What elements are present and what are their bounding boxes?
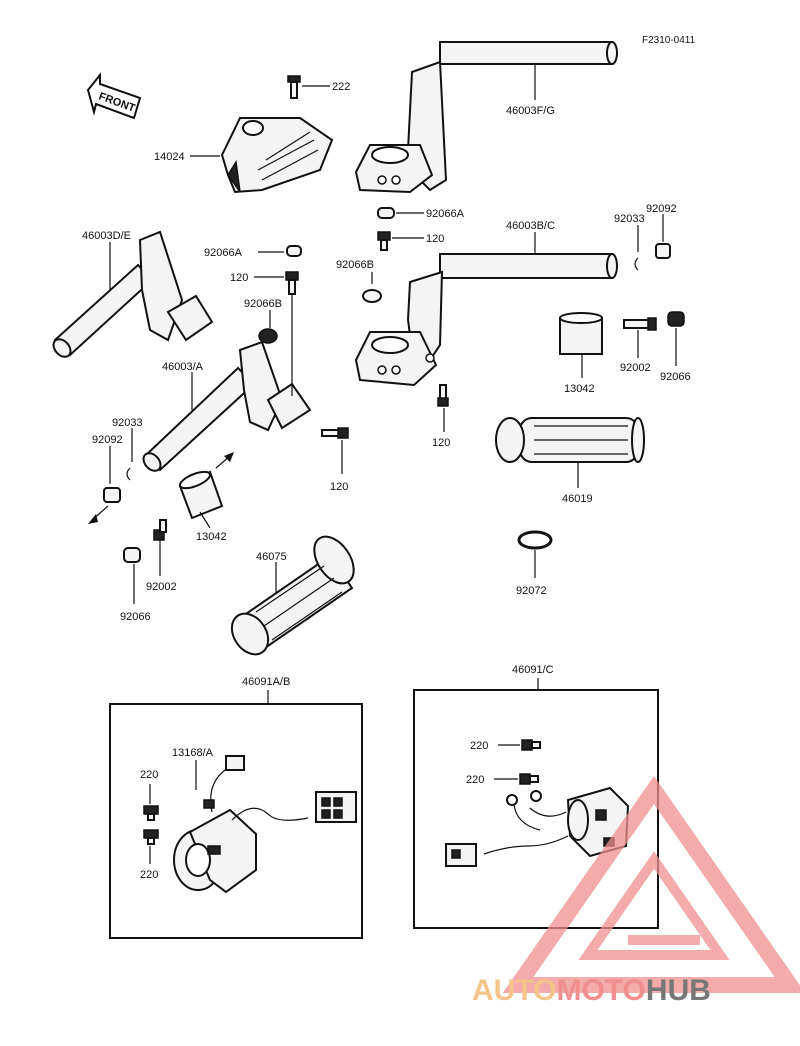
weight-13042-right-part — [559, 312, 603, 355]
label-92066-right: 92066 — [660, 371, 691, 383]
label-46019: 46019 — [562, 493, 593, 505]
label-92092-right: 92092 — [646, 203, 677, 215]
circlip-92033-right-part — [634, 257, 639, 271]
plug-92066a-left-part — [286, 245, 302, 257]
left-switch-part — [173, 755, 357, 894]
bolt-92002-right-part — [623, 317, 657, 331]
watermark-hub: HUB — [646, 974, 711, 1007]
bolt-92002-left-part — [153, 519, 167, 541]
weight-13042-left-part — [178, 470, 224, 520]
label-92066a-top: 92066A — [426, 208, 465, 220]
plug-92066b-left-part — [258, 328, 278, 344]
screw-220-d-part — [519, 773, 539, 785]
watermark-logo — [502, 776, 800, 993]
label-46075: 46075 — [256, 551, 287, 563]
label-220-a: 220 — [140, 769, 158, 781]
label-46091ab: 46091A/B — [242, 676, 290, 688]
clamp-band-92072-part — [517, 530, 553, 550]
figure-code: F2310-0411 — [642, 35, 696, 46]
label-14024: 14024 — [154, 151, 185, 163]
nut-92092-left-part — [103, 487, 121, 503]
label-220-c: 220 — [470, 740, 488, 752]
bolt-120-low-part — [321, 427, 349, 439]
label-92066b-right: 92066B — [336, 259, 374, 271]
handlebar-46003bc-part — [354, 253, 618, 387]
cap-92066-left-part — [123, 547, 141, 563]
watermark-moto: MOTO — [556, 974, 645, 1007]
front-arrow-icon: FRONT — [86, 72, 142, 120]
circlip-92033-left-part — [126, 467, 131, 481]
label-92072: 92072 — [516, 585, 547, 597]
label-46003a: 46003/A — [162, 361, 204, 373]
label-220-d: 220 — [466, 774, 484, 786]
screw-220-a-part — [143, 805, 159, 821]
label-92066a-left: 92066A — [204, 247, 243, 259]
bolt-120-left-part — [285, 271, 299, 295]
throttle-grip-46019-part — [495, 417, 645, 463]
nut-92092-right-part — [655, 243, 671, 259]
plug-92066a-top-part — [377, 207, 395, 219]
label-120-mid: 120 — [432, 437, 450, 449]
label-13042-left: 13042 — [196, 531, 227, 543]
label-46003fg: 46003F/G — [506, 105, 555, 117]
label-92066-left: 92066 — [120, 611, 151, 623]
handlebar-46003a-part — [142, 340, 312, 472]
label-46003bc: 46003B/C — [506, 220, 555, 232]
label-46091c: 46091/C — [512, 664, 554, 676]
label-120-low: 120 — [330, 481, 348, 493]
label-13168a: 13168/A — [172, 747, 214, 759]
label-92033-right: 92033 — [614, 213, 645, 225]
label-46003de: 46003D/E — [82, 230, 131, 242]
label-120-left: 120 — [230, 272, 248, 284]
plug-92066b-right-part — [362, 289, 382, 303]
left-switch-box — [109, 703, 363, 939]
label-92033-left: 92033 — [112, 417, 143, 429]
label-13042-right: 13042 — [564, 383, 595, 395]
label-92092-left: 92092 — [92, 434, 123, 446]
bolt-120-mid-part — [437, 384, 449, 407]
screw-220-b-part — [143, 829, 159, 845]
grip-46075-part — [230, 535, 355, 656]
handlebar-46003fg-part — [354, 41, 618, 194]
bolt-222-part — [287, 75, 301, 99]
screw-220-c-part — [521, 739, 541, 751]
bolt-120-top-part — [377, 231, 391, 251]
label-120-top: 120 — [426, 233, 444, 245]
label-92002-left: 92002 — [146, 581, 177, 593]
handlebar-46003de-part — [52, 230, 214, 358]
label-220-b: 220 — [140, 869, 158, 881]
cap-92066-right-part — [667, 311, 685, 327]
label-222: 222 — [332, 81, 350, 93]
watermark-text: AUTOMOTOHUB — [472, 974, 711, 1007]
label-92066b-left: 92066B — [244, 298, 282, 310]
handlebar-cover-part — [220, 117, 334, 194]
label-92002-right: 92002 — [620, 362, 651, 374]
watermark-auto: AUTO — [472, 974, 556, 1007]
